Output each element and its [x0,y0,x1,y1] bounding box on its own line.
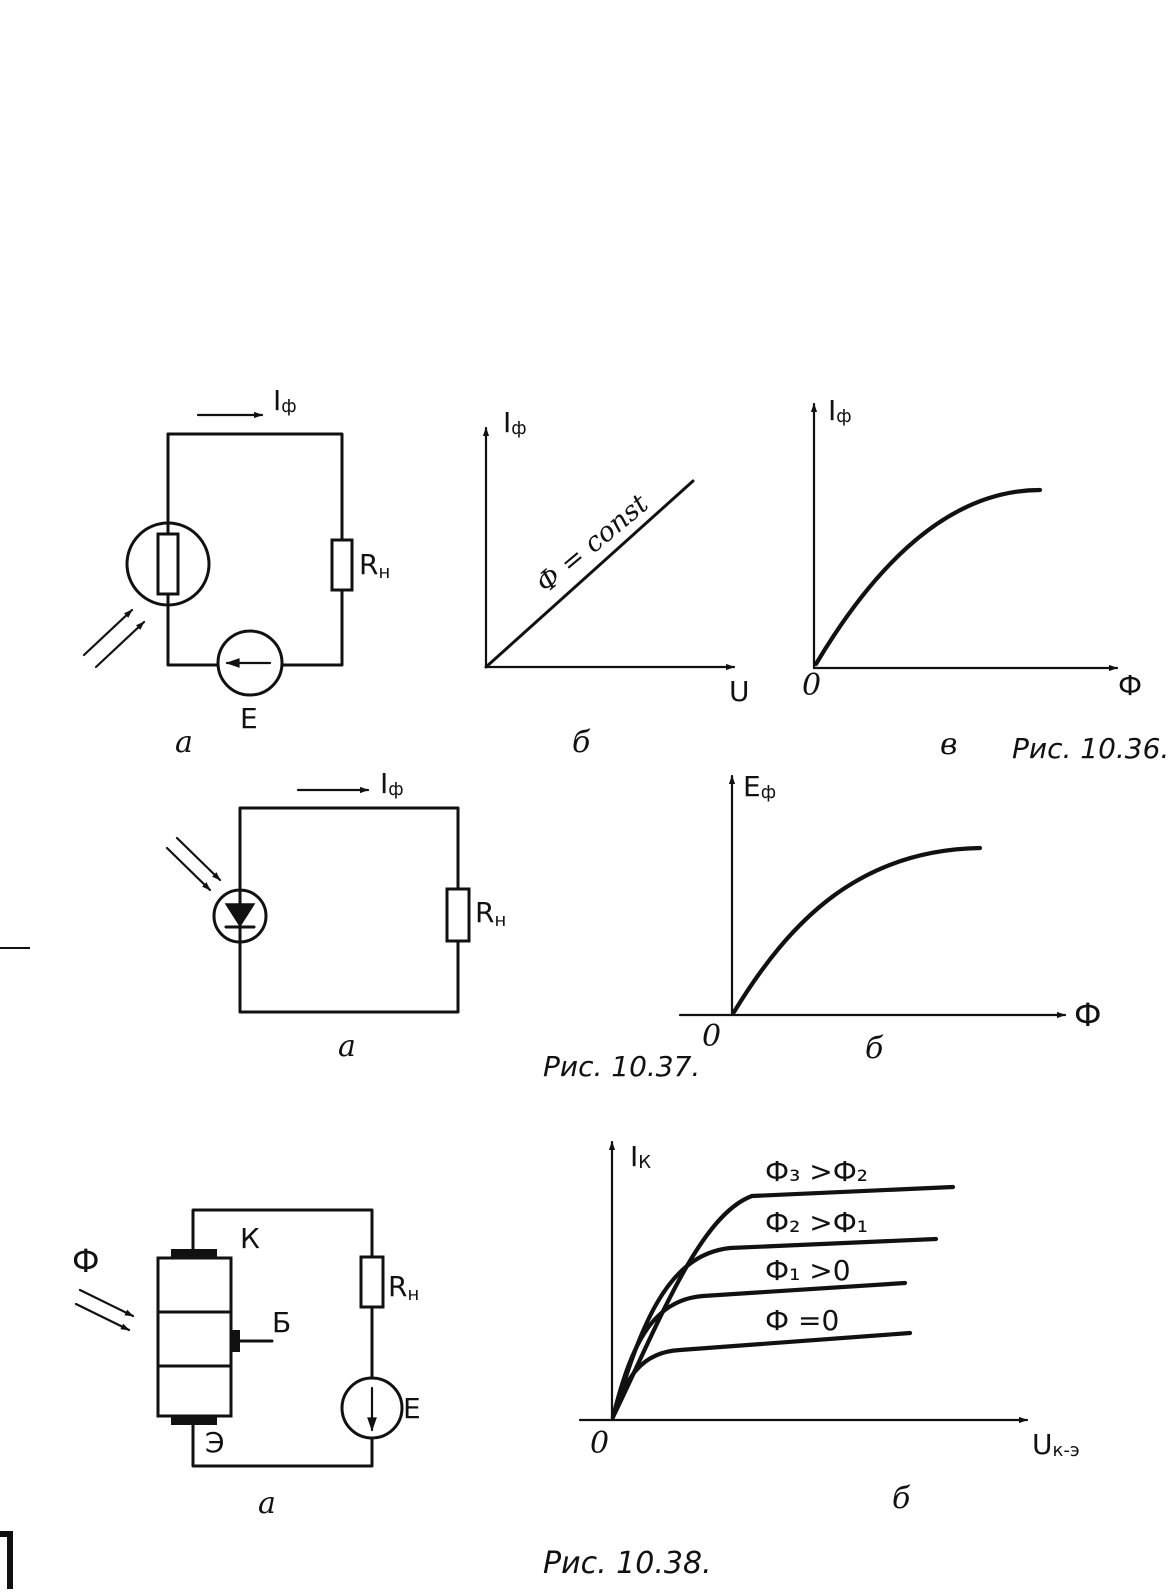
panel-label-b: б [865,1031,884,1066]
source-label: E [240,702,258,735]
light-rays-icon [82,608,146,669]
fig-10-36-a-circuit: Iф Rн E а [82,384,390,760]
emitter-label: Э [205,1426,225,1459]
x-axis-label: U [729,675,750,708]
caption-fig-10-38: Рис. 10.38. [543,1546,712,1581]
curve-flux-1 [610,1280,908,1420]
source-label: E [403,1392,421,1425]
base-contact [230,1330,240,1352]
light-rays-icon [74,1288,135,1332]
load-resistor [359,1255,385,1309]
panel-label-a: а [338,1029,356,1064]
y-axis-label: Iф [828,394,852,427]
load-label: Rн [388,1270,419,1305]
light-rays-icon [165,836,222,892]
caption-fig-10-37: Рис. 10.37. [543,1050,700,1083]
y-axis-label: IК [630,1140,651,1173]
panel-label-a: а [258,1486,276,1521]
circuit-loop [238,806,460,1014]
load-label: Rн [359,548,390,583]
fig-10-38-a-circuit: Ф К Б Э Rн E а [72,1208,421,1521]
panel-label-c: в [940,727,957,762]
scan-margin-marks [0,947,30,1589]
line-annotation: Ф = const [531,488,655,599]
current-label: Iф [380,767,404,800]
origin-label: 0 [590,1426,609,1461]
x-axis-label: Ф [1074,996,1102,1034]
light-characteristic-curve [813,487,1043,667]
fig-10-37-a-circuit: Iф Rн а [165,767,506,1064]
emitter-contact [171,1415,217,1425]
origin-label: 0 [702,1019,721,1054]
wire-left-bottom [166,432,219,667]
collector-contact [171,1249,217,1259]
x-axis-label: Uк-э [1032,1428,1080,1461]
curve-label-flux-1: Ф₁ >0 [765,1254,851,1287]
origin-label: 0 [802,668,821,703]
base-label: Б [272,1306,291,1339]
curve-label-flux-0: Ф =0 [765,1304,839,1337]
wire-bottom [191,1420,374,1468]
curve-flux-0 [610,1330,913,1420]
collector-label: К [240,1222,260,1255]
diode-icon [224,903,256,928]
load-resistor [330,538,354,592]
flux-label: Ф [72,1242,100,1280]
x-axis-label: Ф [1118,669,1142,702]
load-label: Rн [475,896,506,931]
iu-characteristic-line [484,479,695,669]
photoresistor-element [156,532,180,596]
fig-10-37-b-plot: Eф 0 Ф б Рис. 10.37. [543,770,1102,1083]
y-axis-label: Eф [743,770,776,803]
wire-top [191,1208,374,1259]
panel-label-b: б [572,725,591,760]
panel-label-a: а [175,725,193,760]
load-resistor [445,887,471,943]
transistor-body [156,1256,233,1418]
fig-10-38-b-plot: Ф₃ >Ф₂ Ф₂ >Ф₁ Ф₁ >0 Ф =0 IК 0 Uк-э б Рис… [543,1140,1080,1581]
emf-characteristic-curve [731,845,983,1015]
panel-label-b: б [892,1481,911,1516]
current-label: Iф [273,384,297,417]
fig-10-36-c-plot: Iф 0 Ф в Рис. 10.36. [802,394,1168,765]
caption-fig-10-36: Рис. 10.36. [1012,732,1168,765]
y-axis-label: Iф [503,406,527,439]
curve-label-flux-3: Ф₃ >Ф₂ [765,1155,868,1188]
curve-label-flux-2: Ф₂ >Ф₁ [765,1206,868,1239]
fig-10-36-b-plot: Ф = const Iф U б [482,406,750,760]
